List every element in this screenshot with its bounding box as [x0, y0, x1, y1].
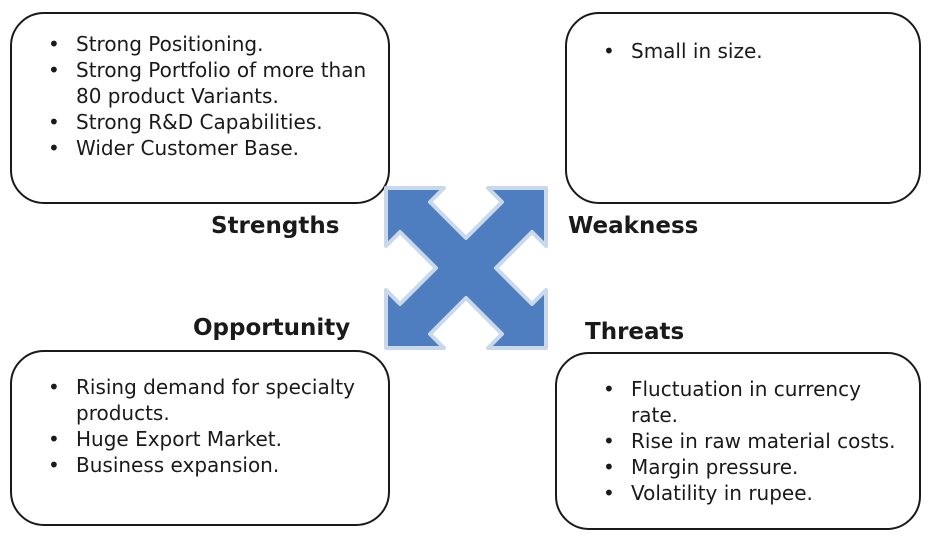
strengths-box: Strong Positioning. Strong Portfolio of …	[10, 12, 390, 204]
cross-arrow-shape	[384, 186, 548, 350]
strengths-list: Strong Positioning. Strong Portfolio of …	[12, 14, 388, 161]
weakness-label: Weakness	[568, 213, 699, 239]
opportunity-label: Opportunity	[193, 315, 351, 341]
threats-label: Threats	[585, 319, 685, 345]
threats-box: Fluctuation in currency rate. Rise in ra…	[555, 352, 921, 530]
strengths-label: Strengths	[211, 213, 340, 239]
list-item: Strong R&D Capabilities.	[26, 109, 376, 135]
list-item: Rise in raw material costs.	[581, 428, 909, 454]
list-item: Business expansion.	[26, 452, 376, 478]
threats-list: Fluctuation in currency rate. Rise in ra…	[557, 354, 919, 506]
opportunity-box: Rising demand for specialty products. Hu…	[10, 350, 390, 526]
list-item: Strong Portfolio of more than 80 product…	[26, 57, 376, 109]
list-item: Huge Export Market.	[26, 426, 376, 452]
list-item: Wider Customer Base.	[26, 135, 376, 161]
list-item: Strong Positioning.	[26, 31, 376, 57]
weakness-list: Small in size.	[567, 14, 919, 64]
list-item: Fluctuation in currency rate.	[581, 376, 909, 428]
list-item: Volatility in rupee.	[581, 480, 909, 506]
weakness-box: Small in size.	[565, 12, 921, 204]
opportunity-list: Rising demand for specialty products. Hu…	[12, 352, 388, 478]
four-way-cross-arrow-icon	[384, 186, 548, 350]
list-item: Small in size.	[581, 38, 907, 64]
list-item: Margin pressure.	[581, 454, 909, 480]
list-item: Rising demand for specialty products.	[26, 374, 376, 426]
